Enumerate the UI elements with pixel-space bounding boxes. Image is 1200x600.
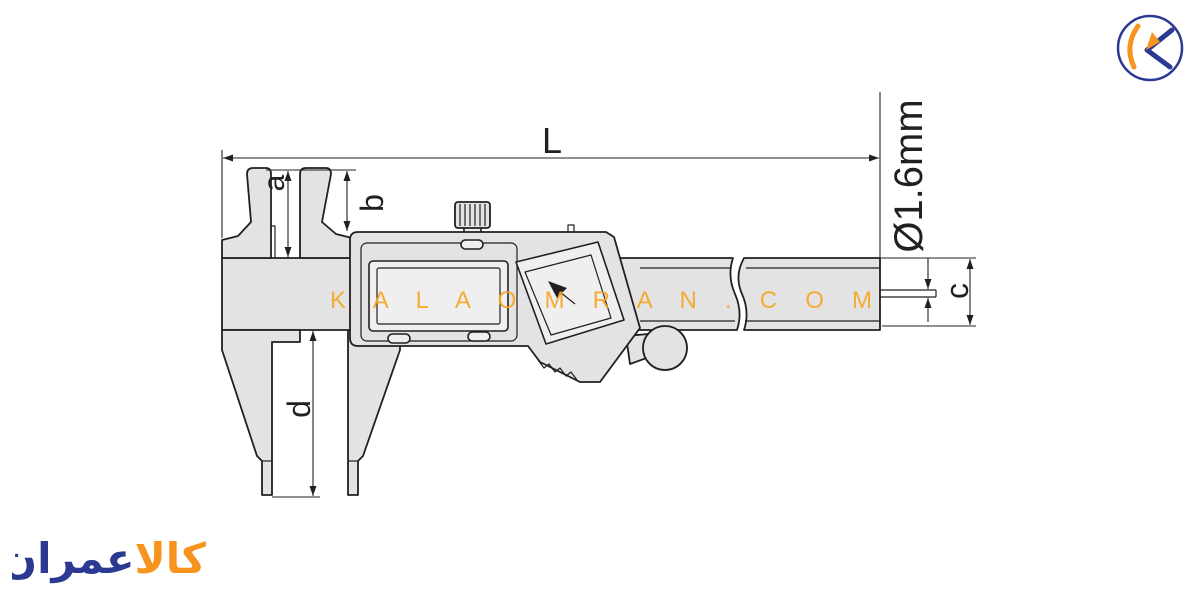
moving-jaw (299, 167, 401, 496)
brand-wordmark-blue: عمران (12, 534, 135, 583)
dimension-label-L: L (542, 120, 562, 161)
fixed-upper-jaw (221, 167, 272, 259)
dimension-label-c: c (939, 283, 975, 299)
thumb-wheel-knurling (459, 204, 486, 226)
moving-upper-jaw (299, 167, 353, 259)
moving-lower-jaw (347, 329, 401, 496)
dimension-label-d: d (281, 400, 317, 418)
fixed-upper-jaw-notch (271, 225, 276, 258)
thumb-wheel-knob (454, 201, 491, 229)
dimension-lines (221, 92, 976, 498)
dimension-label-rod-diameter: Ø1.6mm (887, 99, 931, 252)
slider-pin (567, 224, 575, 232)
logo-orange-arc (1127, 23, 1141, 70)
slider (349, 224, 641, 383)
slider-teeth (537, 359, 578, 381)
brand-wordmark-orange: کالا (134, 534, 206, 583)
roller-wheel (625, 325, 688, 371)
bottom-right-button (467, 331, 491, 342)
arrow-button-icon (548, 281, 567, 298)
fixed-lower-jaw (221, 329, 301, 496)
logo-blue-chevron (1144, 27, 1175, 70)
depth-rod (880, 289, 937, 298)
arrow-button-tail (559, 291, 576, 305)
bottom-left-button (387, 333, 411, 344)
button-panel-inner (524, 254, 612, 336)
brand-wordmark-logo: کالاعمران (12, 528, 206, 590)
dimension-label-b: b (354, 194, 390, 212)
beam-right-segment (737, 257, 881, 331)
fixed-jaw (221, 167, 301, 496)
display-frame (368, 260, 509, 332)
beam-groove-lines (640, 267, 880, 322)
thumb-wheel (454, 201, 491, 234)
display-screen (376, 267, 501, 325)
kalaomran-logo-icon (1116, 14, 1184, 82)
top-button (460, 239, 484, 250)
logo-orange-wedge (1146, 32, 1160, 50)
dimension-label-a: a (258, 174, 291, 191)
roller-disc (642, 325, 688, 371)
slider-bevel (360, 242, 518, 342)
